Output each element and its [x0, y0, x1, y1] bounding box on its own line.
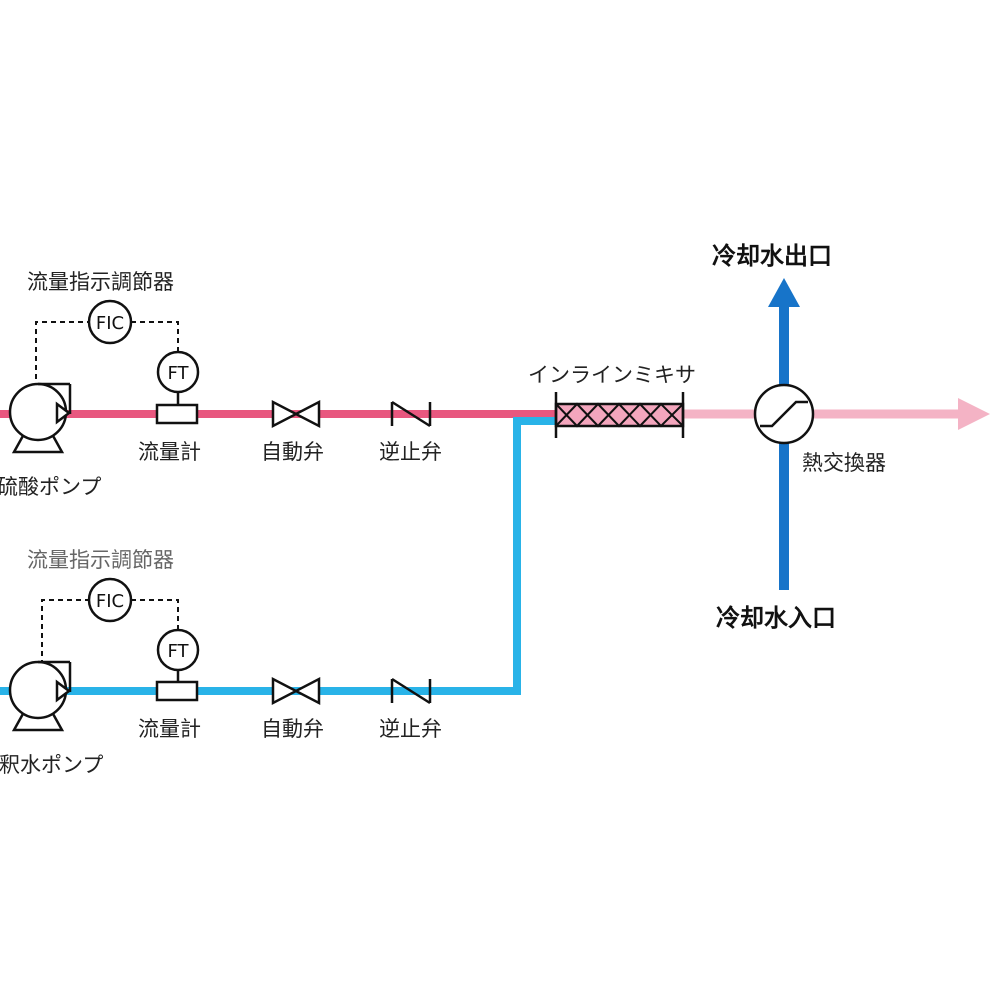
water-fic-label: FIC	[96, 591, 124, 612]
water-check-valve	[390, 677, 432, 705]
water-flowmeter	[155, 680, 199, 702]
water-control-loop-right	[131, 599, 179, 630]
acid-controller-label: 流量指示調節器	[27, 270, 174, 294]
acid-ft-label: FT	[167, 363, 189, 384]
water-auto-valve-label: 自動弁	[261, 717, 324, 741]
product-outlet-arrow	[958, 398, 990, 430]
water-controller-label: 流量指示調節器	[27, 548, 174, 572]
heat-exchanger	[753, 383, 815, 445]
acid-ft-instrument: FT	[156, 350, 200, 405]
inline-mixer	[554, 392, 685, 438]
acid-check-valve	[390, 400, 432, 428]
water-pump-label: 希釈水ポンプ	[0, 753, 103, 777]
inline-mixer-label: インラインミキサ	[528, 363, 696, 387]
acid-fic-label: FIC	[96, 313, 124, 334]
water-line	[0, 417, 556, 695]
water-pump	[8, 660, 72, 732]
acid-fic-instrument: FIC	[87, 299, 133, 345]
heat-exchanger-label: 熱交換器	[802, 451, 886, 475]
acid-pump	[8, 382, 72, 454]
cooling-outlet-label: 冷却水出口	[712, 242, 832, 270]
acid-auto-valve-label: 自動弁	[261, 440, 324, 464]
water-ft-instrument: FT	[156, 628, 200, 682]
water-flowmeter-label: 流量計	[138, 717, 201, 741]
water-ft-label: FT	[167, 641, 189, 662]
water-check-valve-label: 逆止弁	[379, 717, 442, 741]
cooling-inlet-label: 冷却水入口	[716, 604, 836, 632]
acid-auto-valve	[271, 399, 321, 429]
acid-pump-label: 硫酸ポンプ	[0, 475, 101, 499]
water-control-loop-left	[41, 599, 89, 665]
acid-flowmeter	[155, 403, 199, 425]
acid-control-loop-right	[131, 321, 179, 352]
water-auto-valve	[271, 676, 321, 706]
acid-control-loop-left	[35, 321, 89, 388]
acid-flowmeter-label: 流量計	[138, 440, 201, 464]
water-fic-instrument: FIC	[87, 577, 133, 623]
acid-check-valve-label: 逆止弁	[379, 440, 442, 464]
cooling-outlet-arrow	[768, 278, 800, 307]
